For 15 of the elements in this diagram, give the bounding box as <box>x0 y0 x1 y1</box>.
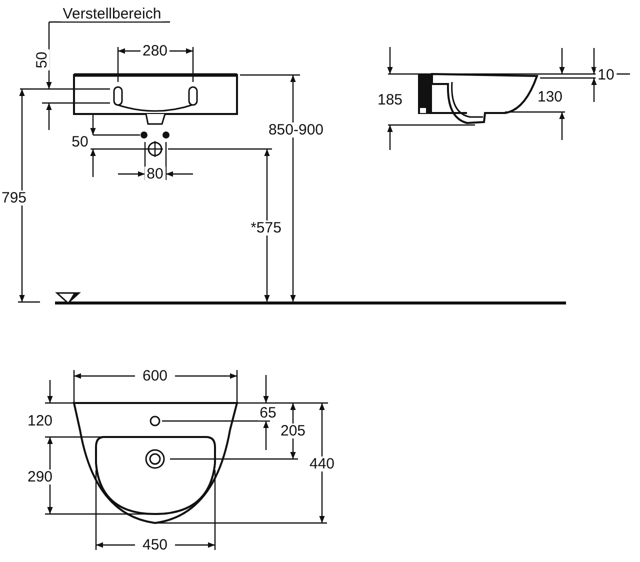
dimension-label: 50 <box>70 134 90 150</box>
dimension-label: 50 <box>34 50 50 70</box>
dimension-label: 795 <box>0 190 29 206</box>
dimension-label: 850-900 <box>266 122 326 138</box>
dimension-label: *575 <box>248 220 284 236</box>
dimension-label: 10 <box>596 68 616 82</box>
range-label: Verstellbereich <box>60 6 164 22</box>
dimension-label: 80 <box>144 166 166 182</box>
dimension-label: 450 <box>140 538 170 552</box>
dimension-label: 205 <box>278 424 308 438</box>
dimension-label: 600 <box>140 368 170 384</box>
dimension-label: 440 <box>307 456 337 472</box>
dimension-label: 65 <box>258 406 278 420</box>
dimension-label: 290 <box>25 470 55 484</box>
dimension-label: 280 <box>140 44 170 58</box>
